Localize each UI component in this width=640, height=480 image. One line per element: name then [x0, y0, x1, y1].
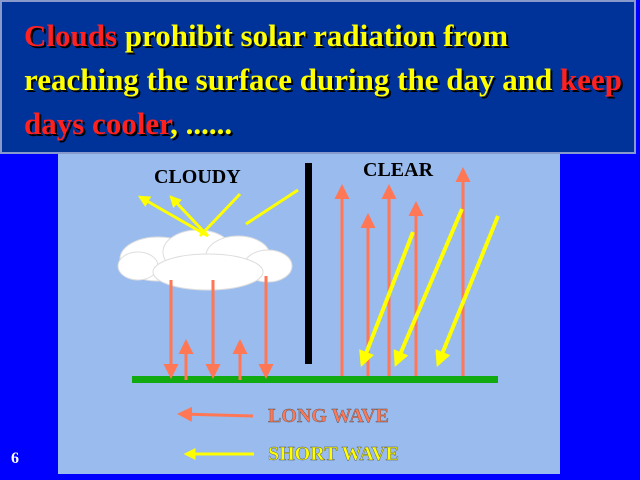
label-cloudy: CLOUDY [154, 166, 241, 188]
short-wave-incoming-line-2 [245, 188, 299, 226]
short-wave-down-arrow-3 [435, 215, 500, 367]
legend-long-wave-label: LONG WAVE [268, 405, 389, 427]
cloudy-long-wave [163, 276, 274, 380]
cloud-shape [117, 229, 293, 291]
slide-title: Clouds prohibit solar radiation from rea… [24, 14, 624, 146]
radiation-diagram: CLOUDY CLEAR LONG WAVE SHORT WAVE [117, 159, 500, 465]
title-box: Clouds prohibit solar radiation from rea… [0, 0, 636, 154]
short-wave-incoming-line-1 [198, 192, 242, 238]
title-text-end: , ...... [170, 106, 233, 141]
diagram-panel: CLOUDY CLEAR LONG WAVE SHORT WAVE [58, 154, 560, 474]
short-wave-down-arrow-1 [359, 231, 415, 367]
legend-short-wave-label: SHORT WAVE [268, 443, 399, 465]
slide-number: 6 [11, 450, 19, 467]
title-highlight-cooler: keep days cooler [24, 62, 622, 141]
short-wave-reflected-arrow-2 [169, 195, 210, 238]
title-text-middle: prohibit solar radiation from reaching t… [24, 18, 560, 97]
cloudy-reflected-short-wave [137, 188, 299, 238]
short-wave-down-arrow-2 [393, 208, 464, 367]
ground-bar [132, 376, 498, 383]
legend-long-wave-arrow [177, 406, 254, 422]
clear-short-wave [359, 208, 500, 367]
clear-long-wave [334, 167, 471, 376]
title-highlight-clouds: Clouds [24, 18, 118, 53]
divider-bar [305, 163, 312, 364]
label-clear: CLEAR [363, 159, 434, 181]
short-wave-reflected-arrow-1 [137, 195, 209, 238]
